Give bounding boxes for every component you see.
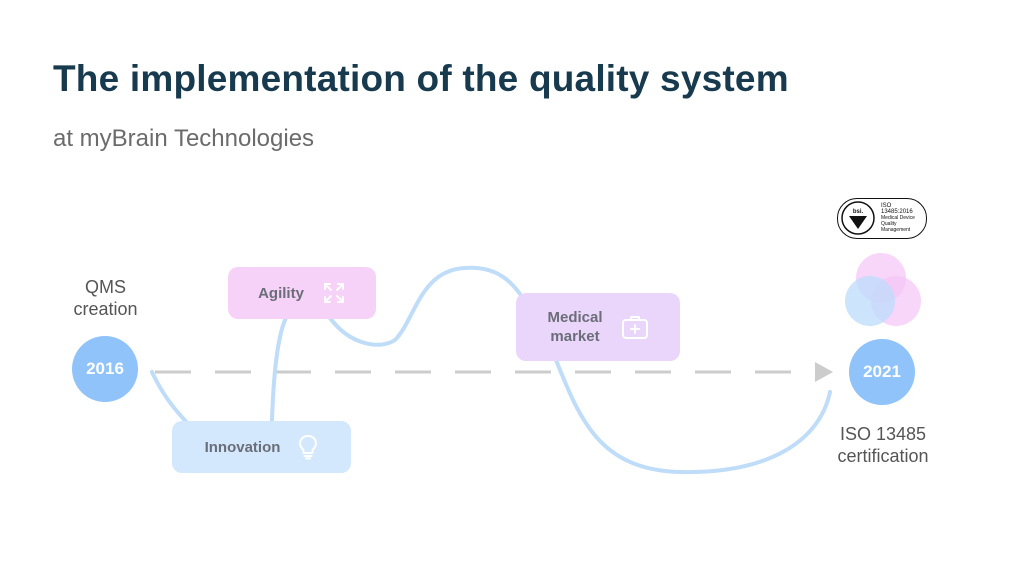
badge-line3: Medical Device bbox=[881, 215, 915, 221]
badge-line5: Management bbox=[881, 227, 911, 233]
stage-agility-label: Agility bbox=[258, 284, 304, 302]
journey-curve bbox=[150, 265, 832, 475]
iso-certification-badge: bsi. ISO 13485:2016 Medical Device Quali… bbox=[837, 198, 927, 239]
stage-medical-label-line2: market bbox=[550, 328, 600, 345]
stage-agility: Agility bbox=[228, 267, 376, 319]
badge-line2: 13485:2016 bbox=[881, 209, 913, 215]
stage-innovation-label: Innovation bbox=[204, 438, 281, 456]
medical-kit-icon bbox=[621, 316, 648, 339]
year-circle-2016: 2016 bbox=[72, 336, 138, 402]
year-circle-2021: 2021 bbox=[849, 339, 915, 405]
venn-circles-graphic bbox=[845, 253, 921, 326]
badge-line1: ISO bbox=[881, 203, 892, 209]
badge-line4: Quality bbox=[881, 221, 897, 227]
arrows-expand-icon bbox=[323, 283, 344, 303]
lightbulb-icon bbox=[299, 435, 318, 460]
end-caption: ISO 13485 certification bbox=[818, 423, 948, 467]
page-subtitle: at myBrain Technologies bbox=[53, 125, 315, 152]
stage-innovation: Innovation bbox=[172, 421, 351, 473]
stage-medical-label-line1: Medical bbox=[547, 309, 603, 326]
start-caption-line2: creation bbox=[73, 299, 138, 319]
start-caption-line1: QMS bbox=[84, 277, 126, 297]
end-caption-line1: ISO 13485 bbox=[839, 424, 927, 444]
timeline-arrowhead bbox=[815, 362, 833, 382]
stage-medical-market-label: Medical market bbox=[547, 308, 602, 346]
badge-text: ISO 13485:2016 Medical Device Quality Ma… bbox=[881, 203, 915, 233]
end-caption-line2: certification bbox=[837, 446, 929, 466]
page-title: The implementation of the quality system bbox=[53, 58, 789, 99]
start-caption: QMS creation bbox=[58, 276, 153, 320]
badge-brand: bsi. bbox=[853, 209, 864, 215]
stage-medical-market: Medical market bbox=[516, 293, 680, 361]
kitemark-heart-icon: bsi. bbox=[841, 201, 875, 235]
